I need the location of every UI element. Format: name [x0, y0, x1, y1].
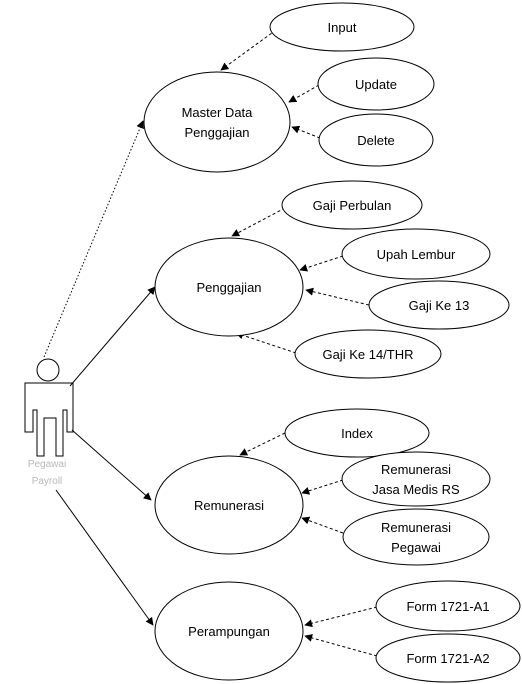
usecase-label-line: Remunerasi: [381, 520, 451, 535]
link-input: [220, 29, 277, 71]
assoc-perampungan: [55, 489, 154, 626]
usecase-label-line: Master Data: [182, 105, 254, 120]
actor-label-line2: Payroll: [32, 476, 63, 487]
assoc-master-data: [43, 120, 144, 358]
usecase-label-line: Remunerasi: [381, 462, 451, 477]
usecase-update[interactable]: Update: [317, 57, 435, 111]
link-gaji-ke-13: [305, 287, 370, 306]
usecase-gaji-ke-13[interactable]: Gaji Ke 13: [368, 280, 510, 330]
usecase-remunerasi-pegawai[interactable]: Remunerasi Pegawai: [342, 508, 490, 566]
usecase-label-line: Pegawai: [391, 540, 441, 555]
usecase-label-line: Penggajian: [196, 280, 261, 295]
link-update: [288, 84, 320, 103]
usecase-label-line: Perampungan: [188, 624, 270, 639]
usecase-label-line: Input: [328, 20, 357, 35]
usecase-master-data-penggajian[interactable]: Master Data Penggajian: [143, 71, 291, 173]
link-form-a2: [304, 634, 378, 657]
usecase-gaji-perbulan[interactable]: Gaji Perbulan: [281, 180, 423, 230]
actor-associations: [43, 120, 156, 626]
usecase-perampungan[interactable]: Perampungan: [154, 581, 304, 681]
link-rem-pegawai: [301, 516, 344, 534]
usecase-penggajian[interactable]: Penggajian: [154, 237, 304, 337]
usecase-label-line: Delete: [357, 133, 395, 148]
link-gaji-ke-14: [235, 331, 297, 354]
link-rem-jasa-medis: [301, 479, 344, 495]
usecase-gaji-ke-14-thr[interactable]: Gaji Ke 14/THR: [294, 329, 442, 379]
actor-body-icon: [24, 382, 74, 457]
usecase-label-line: Form 1721-A1: [406, 599, 489, 614]
use-cases: Master Data Penggajian Input Update Dele…: [143, 2, 521, 683]
usecase-label-line: Remunerasi: [194, 498, 264, 513]
assoc-remunerasi: [71, 429, 152, 501]
link-form-a1: [304, 606, 378, 628]
usecase-delete[interactable]: Delete: [318, 113, 434, 167]
usecase-label-line: Index: [341, 426, 373, 441]
usecase-label-line: Penggajian: [184, 125, 249, 140]
actor-pegawai-payroll: Pegawai Payroll: [24, 358, 74, 487]
usecase-upah-lembur[interactable]: Upah Lembur: [341, 228, 491, 280]
usecase-form-1721-a2[interactable]: Form 1721-A2: [375, 633, 521, 683]
usecase-form-1721-a1[interactable]: Form 1721-A1: [375, 580, 521, 632]
usecase-label-line: Gaji Perbulan: [313, 198, 392, 213]
link-upah-lembur: [299, 255, 344, 272]
link-index: [239, 432, 286, 456]
usecase-remunerasi[interactable]: Remunerasi: [154, 455, 304, 555]
usecase-index[interactable]: Index: [284, 408, 430, 458]
usecase-label-line: Gaji Ke 13: [409, 298, 470, 313]
link-delete: [291, 125, 321, 139]
usecase-label-line: Form 1721-A2: [406, 651, 489, 666]
assoc-penggajian: [69, 286, 156, 387]
actor-head-icon: [36, 358, 60, 382]
usecase-label-line: Upah Lembur: [377, 247, 456, 262]
link-gaji-perbulan: [231, 207, 286, 237]
usecase-label-line: Jasa Medis RS: [372, 482, 460, 497]
usecase-input[interactable]: Input: [269, 2, 415, 52]
usecase-label-line: Update: [355, 77, 397, 92]
dependency-links: [220, 29, 378, 657]
usecase-remunerasi-jasa-medis-rs[interactable]: Remunerasi Jasa Medis RS: [341, 451, 491, 507]
actor-label-line1: Pegawai: [28, 459, 66, 470]
usecase-label-line: Gaji Ke 14/THR: [322, 347, 413, 362]
